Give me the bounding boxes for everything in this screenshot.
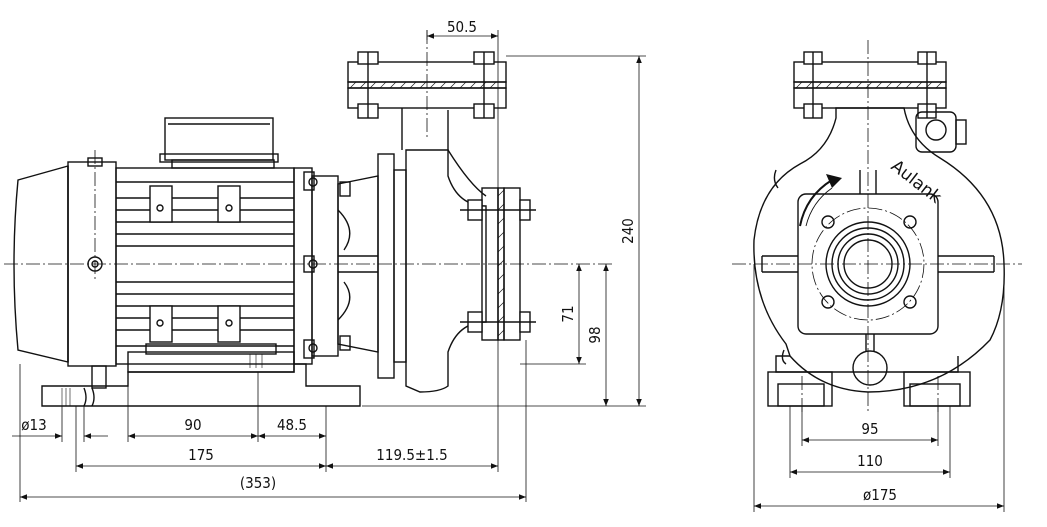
bolt-hole bbox=[821, 215, 835, 229]
front-inlet-flange bbox=[797, 193, 939, 335]
brand-logo: Aulank bbox=[887, 156, 945, 208]
dim-base-length: 175 bbox=[188, 446, 214, 464]
front-view: Aulank bbox=[732, 40, 1022, 512]
dim-outlet-distance: 119.5±1.5 bbox=[376, 446, 447, 464]
dim-shaft-height: 98 bbox=[586, 326, 604, 343]
dim-total-height: 240 bbox=[619, 218, 637, 244]
dim-foot-span: 90 bbox=[184, 416, 201, 434]
fan-cover bbox=[13, 165, 69, 363]
pump-back-plate bbox=[377, 153, 395, 379]
dim-foot-hole: ø13 bbox=[21, 416, 46, 434]
bolt-hole bbox=[903, 215, 917, 229]
dim-overall-length: (353) bbox=[240, 474, 276, 492]
base-plate bbox=[41, 363, 361, 407]
volute-casing bbox=[753, 107, 1005, 393]
side-view: 50.5 240 98 71 ø13 90 48.5 175 bbox=[4, 18, 646, 502]
rotation-arrow bbox=[799, 179, 833, 227]
dim-foot-width-outer: 110 bbox=[857, 452, 883, 470]
dim-casing-diameter: ø175 bbox=[863, 486, 897, 504]
dim-flange-offset: 50.5 bbox=[447, 18, 477, 36]
cooling-fins bbox=[116, 181, 294, 347]
dim-motor-offset: 48.5 bbox=[277, 416, 307, 434]
bolt-circle bbox=[811, 207, 925, 321]
bolt-hole bbox=[903, 295, 917, 309]
dim-foot-width-inner: 95 bbox=[861, 420, 878, 438]
drain-plug bbox=[852, 350, 888, 386]
dim-outlet-height: 71 bbox=[559, 305, 577, 322]
outlet-flange bbox=[347, 30, 507, 140]
bolt-hole bbox=[821, 295, 835, 309]
motor-lugs bbox=[149, 185, 241, 343]
inlet-bore bbox=[825, 221, 911, 307]
front-outlet-flange bbox=[793, 51, 947, 119]
inlet-flange bbox=[460, 187, 536, 341]
pump-casing bbox=[405, 149, 487, 393]
